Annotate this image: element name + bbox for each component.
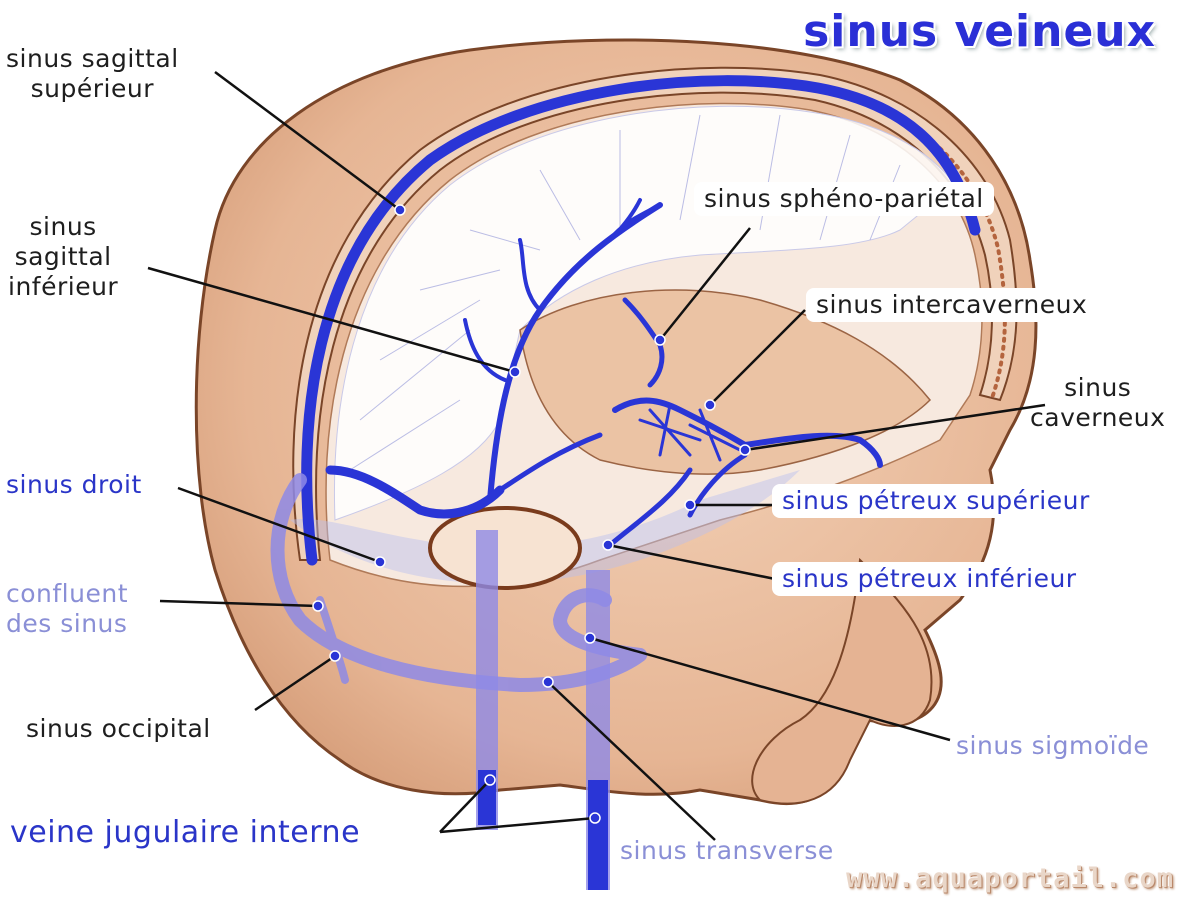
superior-sagittal-sinus: [301, 75, 981, 566]
diagram-title: sinus veineux: [803, 6, 1156, 57]
label-sinus-droit: sinus droit: [6, 470, 142, 499]
leader-dots: [312, 204, 751, 824]
label-sinus-petreux-inferieur: sinus pétreux inférieur: [772, 562, 1087, 596]
inferior-petrosal-sinus: [607, 467, 693, 548]
label-sinus-petreux-superieur: sinus pétreux supérieur: [772, 484, 1100, 518]
leader-lines: [147, 70, 1046, 841]
falx-striations: [349, 114, 901, 471]
calvaria-section: [292, 66, 1018, 561]
watermark: www.aquaportail.com: [846, 863, 1174, 894]
label-sinus-transverse: sinus transverse: [620, 836, 834, 865]
label-sinus-spheno-parietal: sinus sphéno-pariétal: [694, 182, 994, 216]
label-sinus-sigmoide: sinus sigmoïde: [956, 731, 1150, 760]
label-veine-jugulaire-interne: veine jugulaire interne: [10, 815, 361, 850]
foramen-magnum: [428, 506, 582, 590]
label-sinus-occipital: sinus occipital: [26, 714, 211, 743]
tentorium: [290, 470, 800, 584]
label-sinus-intercaverneux: sinus intercaverneux: [806, 288, 1098, 322]
straight-sinus: [325, 465, 505, 519]
occipital-sinus: [316, 596, 349, 684]
